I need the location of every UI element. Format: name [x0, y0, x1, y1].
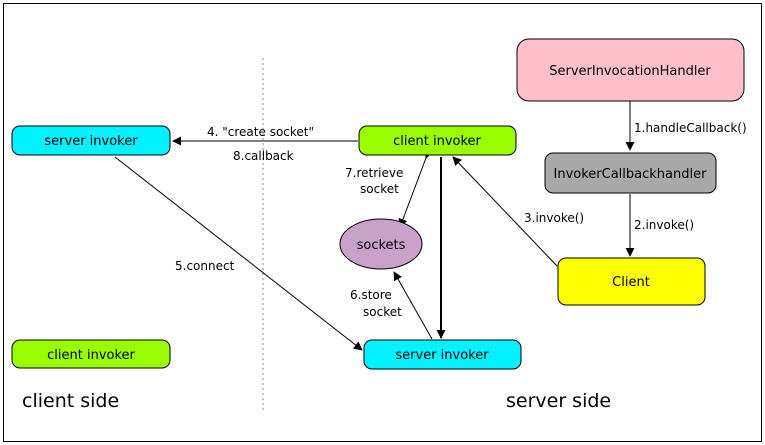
node-server-client-invoker: client invoker	[358, 125, 517, 156]
server-side-label: server side	[506, 390, 611, 412]
edge-label-store-1: 6.store	[350, 288, 392, 302]
edge-label-retrieve-1: 7.retrieve	[345, 166, 403, 180]
edge-store-socket	[393, 271, 433, 340]
node-client-server-invoker: server invoker	[11, 125, 171, 156]
edge-connect	[114, 156, 363, 351]
edge-label-create-socket: 4. "create socket"	[207, 125, 314, 139]
edge-label-callback: 8.callback	[233, 149, 294, 163]
node-label: client invoker	[393, 134, 481, 149]
node-server-invocation-handler: ServerInvocationHandler	[516, 38, 745, 102]
node-label: ServerInvocationHandler	[549, 64, 711, 79]
edge-label-retrieve-2: socket	[360, 182, 399, 196]
edge-label-handle-callback: 1.handleCallback()	[634, 121, 747, 135]
node-label: server invoker	[395, 348, 489, 363]
edge-label-invoke-2: 2.invoke()	[634, 218, 694, 232]
edge-invoke-3	[452, 156, 558, 267]
node-server-server-invoker: server invoker	[363, 339, 522, 370]
node-label: InvokerCallbackhandler	[554, 167, 708, 182]
edge-label-invoke-3: 3.invoke()	[524, 211, 584, 225]
node-sockets: sockets	[339, 218, 423, 270]
client-side-label: client side	[22, 390, 119, 412]
node-client: Client	[557, 257, 706, 306]
node-client-client-invoker: client invoker	[11, 339, 171, 369]
node-label: Client	[612, 275, 650, 290]
diagram-frame	[3, 3, 762, 442]
edge-label-store-2: socket	[363, 305, 402, 319]
node-label: client invoker	[47, 348, 135, 363]
node-label: sockets	[357, 238, 406, 253]
node-label: server invoker	[44, 134, 138, 149]
edge-label-connect: 5.connect	[175, 259, 235, 273]
edge-retrieve-socket	[398, 148, 434, 228]
node-invoker-callback-handler: InvokerCallbackhandler	[544, 152, 717, 194]
